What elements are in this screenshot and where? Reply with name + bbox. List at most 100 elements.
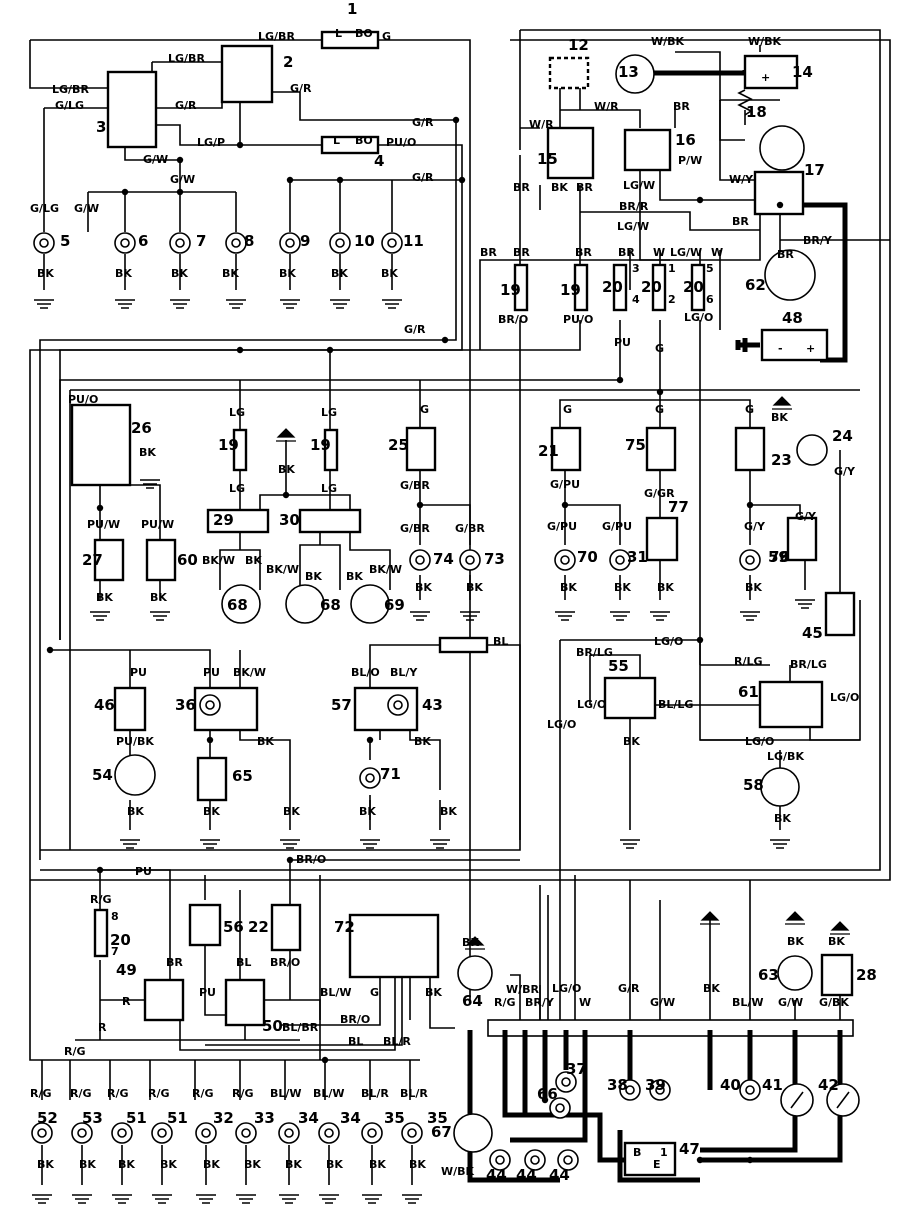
wire-label: BK [369,1158,386,1171]
wire-label: BK [37,267,54,280]
wire-label: LG/O [552,982,581,995]
ground-symbol [430,839,450,849]
wire-label: BL/W [270,1087,302,1100]
lamp-symbol [279,232,301,254]
component-number: 4 [374,152,384,170]
component-number: 55 [608,657,629,675]
lamp-filament [241,1128,251,1138]
lamp-filament [530,1155,540,1165]
unit-64-symbol [457,955,493,991]
wire-label: BK [278,463,295,476]
component-number: 33 [254,1109,275,1127]
switch-blade [790,1091,804,1109]
junction-dot [176,188,184,196]
wire-label: W [579,996,591,1009]
switch-2-symbol [220,44,274,104]
wire-label: G/PU [550,478,580,491]
wire-label: R/G [107,1087,129,1100]
wire-label: PU/O [386,136,416,149]
horn-68a-symbol [221,584,261,624]
fuse-20d-symbol [93,908,109,958]
component-number: 76 [769,548,790,566]
component-number: 20 [110,931,131,949]
wire-label: BR/O [498,313,528,326]
junction-dot [696,196,704,204]
ground-symbol [740,611,760,621]
switch-65-symbol [196,756,228,802]
wire-label: G/W [143,153,168,166]
component-number: 1 [347,0,357,18]
component-number: 19 [310,436,331,454]
lamp-symbol [555,1071,577,1093]
fuse-20c-symbol [690,263,706,312]
wire-label: BK [657,581,674,594]
switch-25-symbol [405,426,437,472]
wire-label: G [382,30,391,43]
component-number: 43 [422,696,443,714]
junction-dot [206,736,214,744]
lamp-filament [285,238,295,248]
lamp-symbol [329,232,351,254]
wire-label: BR [513,181,530,194]
wire-label: BK [127,805,144,818]
terminal-tag: BO [355,134,373,147]
relay-49-symbol [143,978,185,1022]
lamp-symbol [381,232,403,254]
wire-label: BK [150,591,167,604]
wire-label: R/G [232,1087,254,1100]
lamp-symbol [199,694,221,716]
switch-75-symbol [645,426,677,472]
terminal-tag: BO [355,27,373,40]
ground-symbol [360,839,380,849]
wire-label: BR [166,956,183,969]
wire-label: G/W [650,996,675,1009]
junction-dot [441,336,449,344]
component-number: 47 [679,1140,700,1158]
component-number: 20 [602,278,623,296]
wire-label: BK [440,805,457,818]
wire-label: LG [229,482,245,495]
lamp-symbol [114,232,136,254]
ground-symbol [140,479,160,489]
wire-label: LG [321,482,337,495]
ground-symbol [279,1194,299,1204]
ground-symbol [319,1194,339,1204]
component-number: 71 [380,765,401,783]
component-number: 18 [746,103,767,121]
junction-dot [746,501,754,509]
ground-symbol [362,1194,382,1204]
junction-dots [46,116,784,1164]
wire-label: G/R [290,82,312,95]
wire-label: BK [139,446,156,459]
wire-label: BK [222,267,239,280]
lamp-filament [655,1085,665,1095]
junction-dot [366,736,374,744]
component-number: 44 [516,1166,537,1184]
ground-symbol [150,611,170,621]
terminal-tag: - [778,342,783,355]
switch-60-symbol [145,538,177,582]
lamp-symbol [549,1097,571,1119]
lamp-filament [284,1128,294,1138]
component-number: 17 [804,161,825,179]
lamp-symbol [225,232,247,254]
component-number: 24 [832,427,853,445]
wire-label: BR/LG [790,658,827,671]
lamp-symbol [169,232,191,254]
unit-54-symbol [114,754,156,796]
wire-label: W/BK [651,35,685,48]
component-number: 19 [560,281,581,299]
component-number: 77 [668,498,689,516]
component-number: 6 [138,232,148,250]
wire-label: BL/R [383,1035,411,1048]
wire-label: BL/BR [282,1021,319,1034]
terminal-tag: 6 [706,293,714,306]
lamp-symbol [524,1149,546,1171]
lamp-symbol [409,549,431,571]
component-number: 42 [818,1076,839,1094]
junction-dot [282,491,290,499]
wire-label: BK [415,581,432,594]
component-number: 48 [782,309,803,327]
